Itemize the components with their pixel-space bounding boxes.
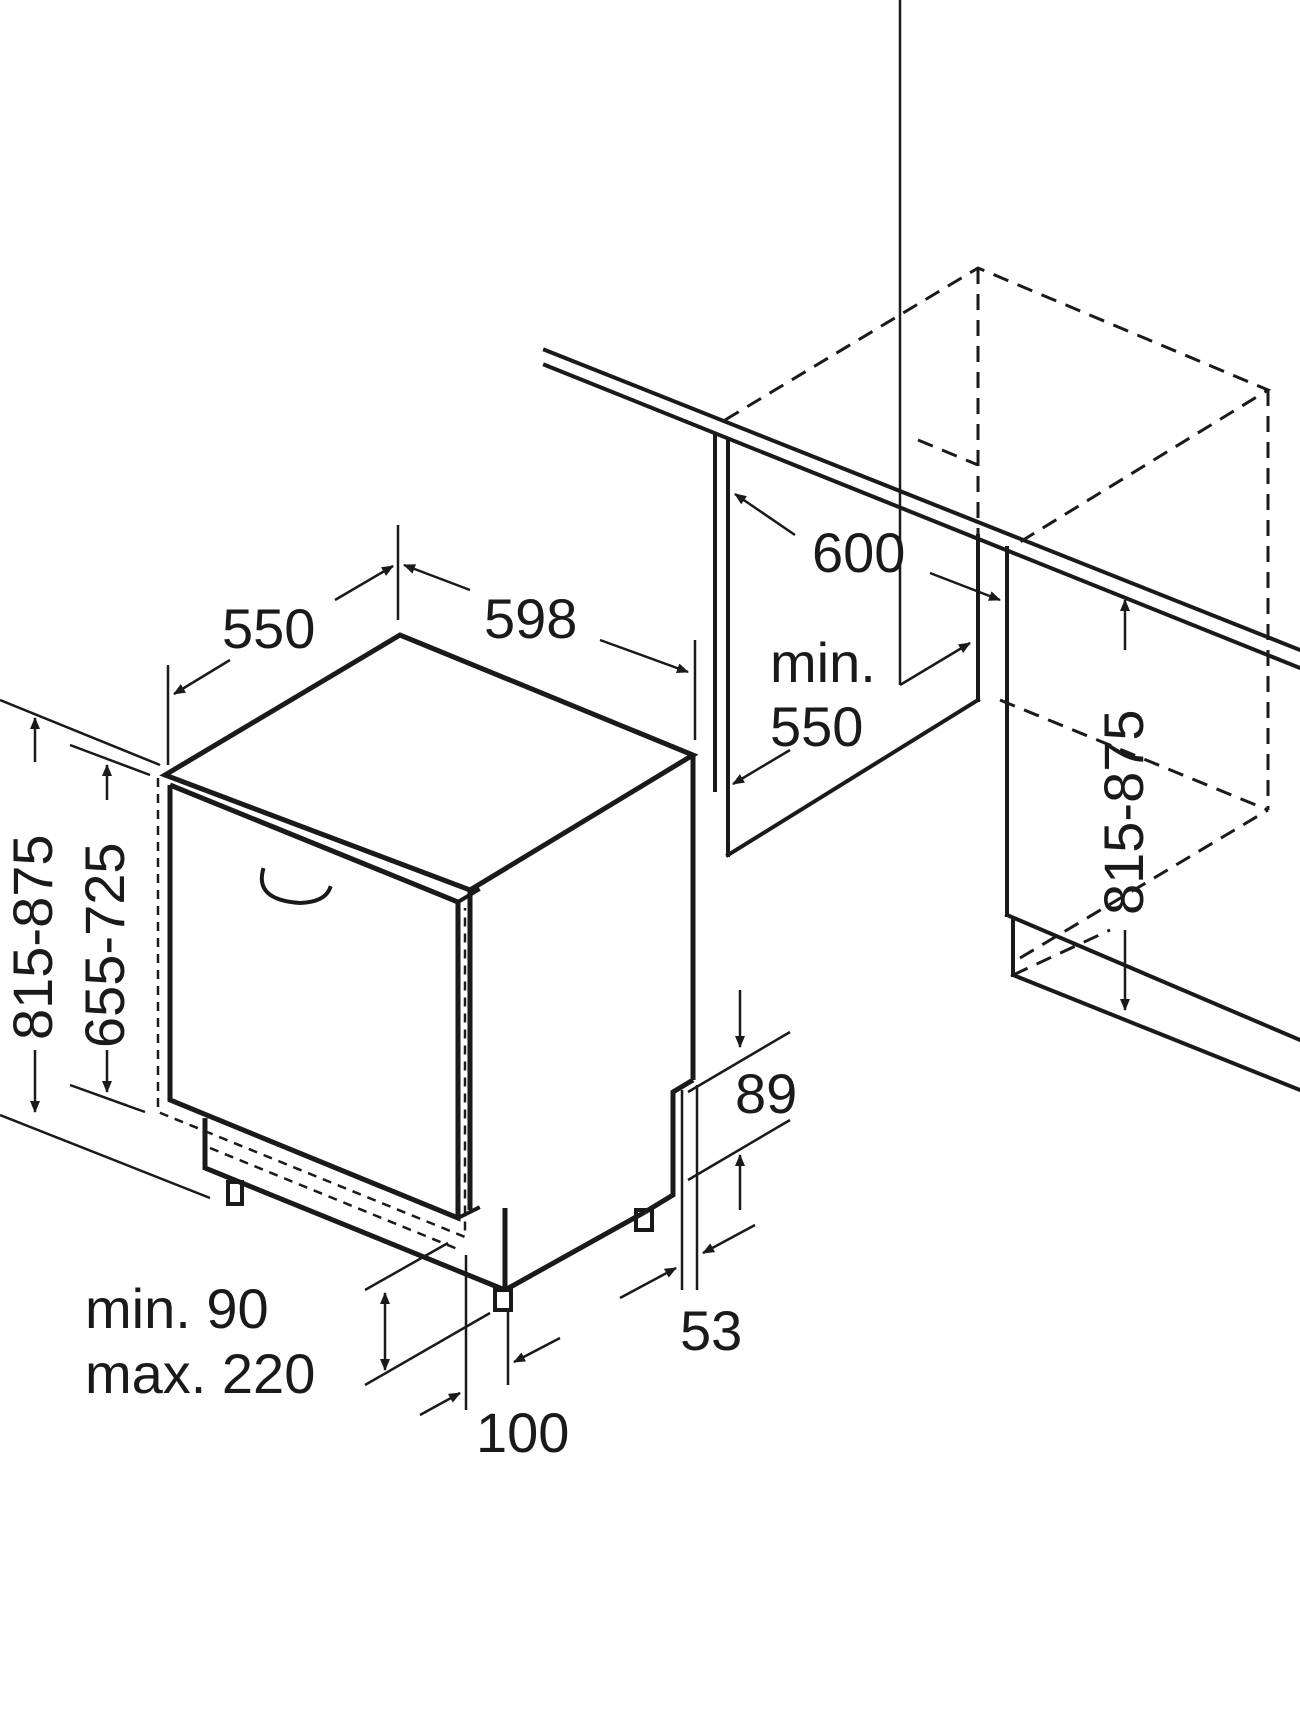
foot-right (634, 1208, 654, 1232)
door-outline-dashed (156, 778, 467, 1239)
countertop-edge-front (542, 347, 1300, 653)
dishwasher-top (159, 632, 699, 893)
dim-height-left: 815-875 (1, 834, 64, 1040)
dim-niche-min-label: min. (770, 631, 876, 694)
door-handle (259, 867, 333, 906)
dim-plinth-min: min. 90 (85, 1277, 269, 1340)
dim-height-right: 815-875 (1092, 709, 1155, 915)
dim-100: 100 (476, 1401, 569, 1464)
foot-left (226, 1180, 244, 1206)
dim-width-598: 598 (484, 587, 577, 650)
dim-depth-550: 550 (222, 597, 315, 660)
countertop-edge-back (542, 362, 1300, 671)
dim-niche-min-value: 550 (770, 695, 863, 758)
dim-89: 89 (735, 1062, 797, 1125)
dim-plinth-max: max. 220 (85, 1342, 315, 1405)
upper-box-dashed (724, 266, 1272, 547)
dim-door-height: 655-725 (73, 842, 136, 1048)
dimension-lines (0, 0, 1130, 1417)
foot-front (493, 1288, 513, 1312)
dim-niche-width-600: 600 (812, 521, 905, 584)
niche-drawing (542, 266, 1300, 1093)
dishwasher-drawing (156, 632, 699, 1312)
dim-53: 53 (680, 1299, 742, 1362)
dishwasher-door (167, 782, 461, 1222)
